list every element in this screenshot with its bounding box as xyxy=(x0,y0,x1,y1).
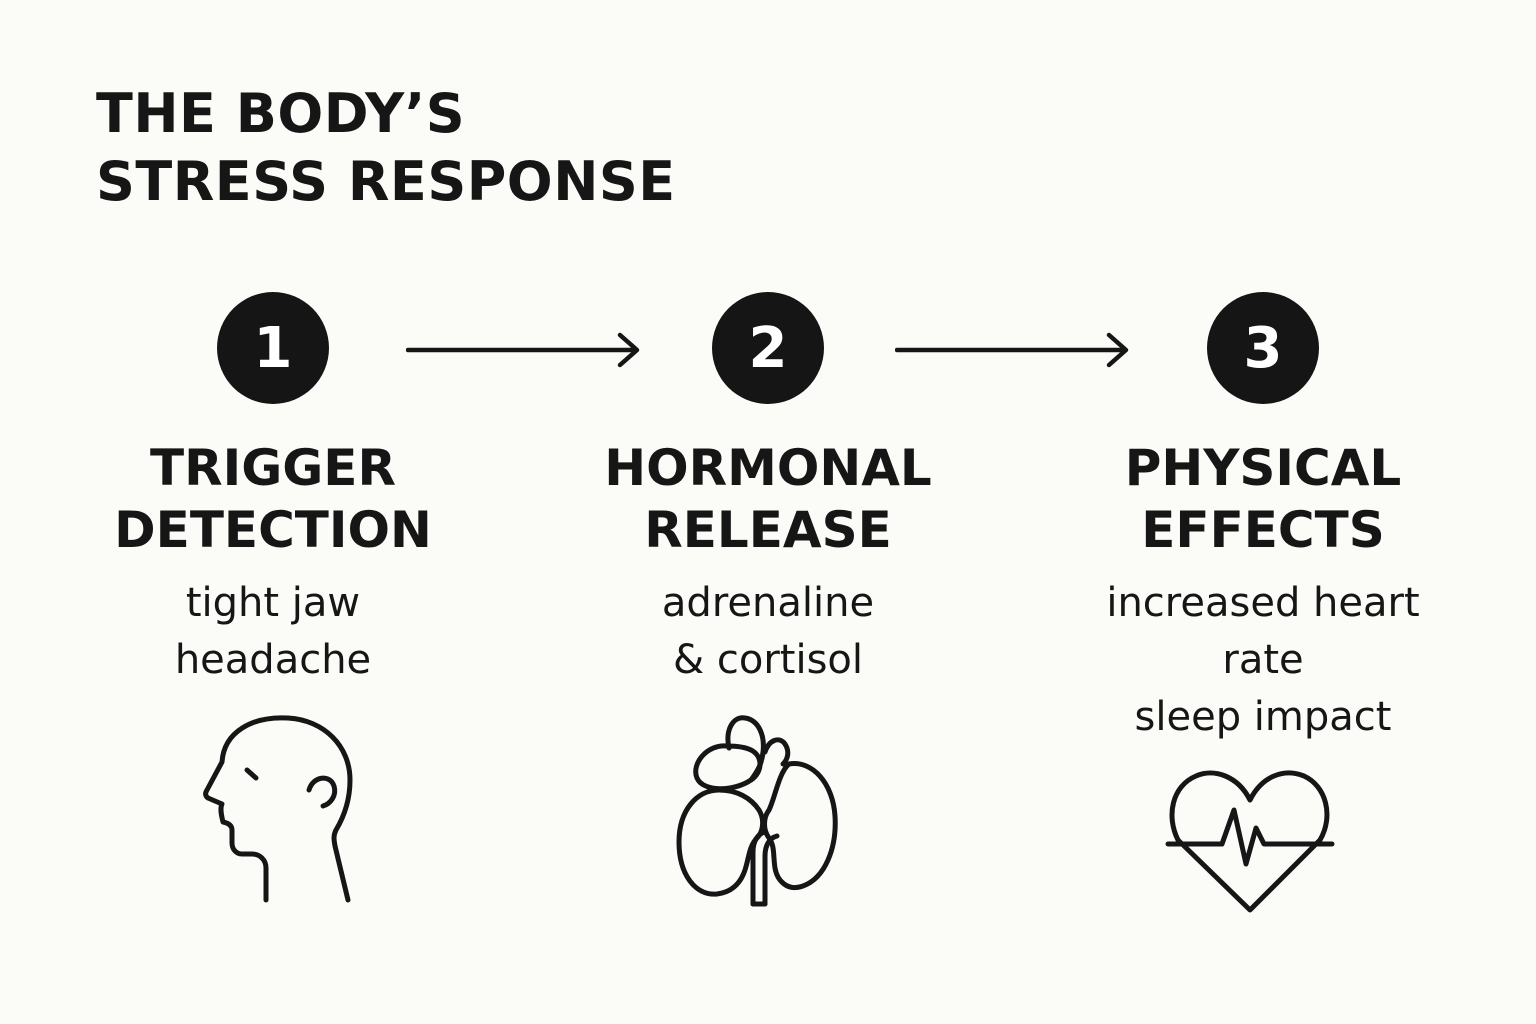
step-description-line: & cortisol xyxy=(672,637,864,683)
step-description: tight jaw headache xyxy=(63,575,483,689)
step-number-badge: 1 xyxy=(217,292,329,404)
kidney-adrenal-icon xyxy=(676,715,838,907)
step-trigger-detection: 1 TRIGGER DETECTION tight jaw headache xyxy=(63,292,483,689)
step-heading: TRIGGER DETECTION xyxy=(63,437,483,561)
step-description-line: adrenaline xyxy=(661,580,875,626)
step-heading: HORMONAL RELEASE xyxy=(558,437,978,561)
step-description-line: rate xyxy=(1222,637,1304,683)
arrow-right-icon xyxy=(406,332,640,368)
arrow-right-icon xyxy=(895,332,1129,368)
page-title: THE BODY’S STRESS RESPONSE xyxy=(96,80,676,216)
page-title-line-1: THE BODY’S xyxy=(96,82,466,145)
step-description-line: tight jaw xyxy=(185,580,361,626)
step-number-badge: 3 xyxy=(1207,292,1319,404)
step-description-line: increased heart xyxy=(1106,580,1420,626)
step-hormonal-release: 2 HORMONAL RELEASE adrenaline & cortisol xyxy=(558,292,978,689)
step-heading-line: TRIGGER xyxy=(150,439,396,497)
step-heading: PHYSICAL EFFECTS xyxy=(1053,437,1473,561)
step-heading-line: RELEASE xyxy=(644,501,892,559)
step-description: adrenaline & cortisol xyxy=(558,575,978,689)
step-heading-line: EFFECTS xyxy=(1141,501,1385,559)
page-title-line-2: STRESS RESPONSE xyxy=(96,150,676,213)
step-physical-effects: 3 PHYSICAL EFFECTS increased heart rate … xyxy=(1053,292,1473,746)
heart-pulse-icon xyxy=(1165,770,1335,913)
step-heading-line: HORMONAL xyxy=(604,439,932,497)
step-description-line: headache xyxy=(174,637,372,683)
step-heading-line: PHYSICAL xyxy=(1124,439,1402,497)
step-number-badge: 2 xyxy=(712,292,824,404)
step-description: increased heart rate sleep impact xyxy=(1053,575,1473,746)
step-heading-line: DETECTION xyxy=(114,501,432,559)
head-profile-icon xyxy=(203,715,353,903)
step-description-line: sleep impact xyxy=(1134,694,1392,740)
